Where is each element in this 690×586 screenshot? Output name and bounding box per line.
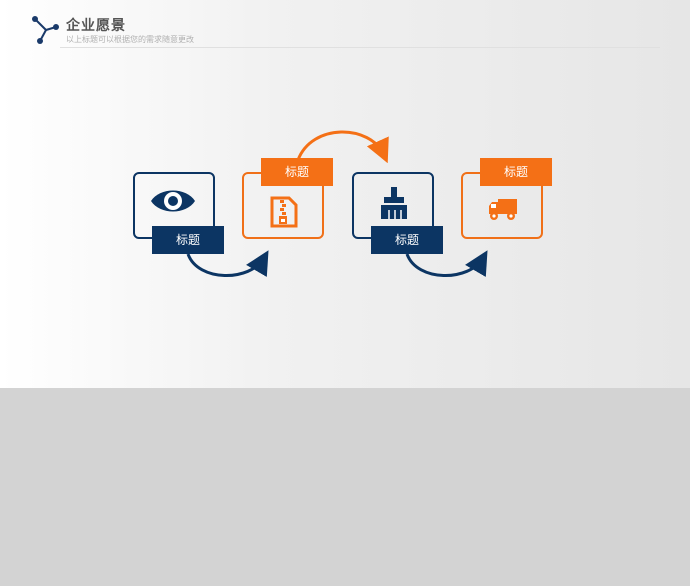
step-4-label: 标题 xyxy=(480,158,552,186)
step-2-label: 标题 xyxy=(261,158,333,186)
step-1-label: 标题 xyxy=(152,226,224,254)
page-subtitle: 以上标题可以根据您的需求随意更改 xyxy=(66,35,194,44)
page-title: 企业愿景 xyxy=(66,18,126,34)
arrow-step1-to-step2 xyxy=(186,250,269,278)
step-3-label: 标题 xyxy=(371,226,443,254)
arrow-step3-to-step4 xyxy=(405,250,488,278)
flow-arrows xyxy=(186,130,488,278)
truck-icon xyxy=(489,199,517,220)
slide: 企业愿景 以上标题可以根据您的需求随意更改 标题 标题 xyxy=(0,0,690,388)
header-divider xyxy=(60,47,660,48)
brush-icon xyxy=(381,187,407,219)
eye-icon xyxy=(151,190,195,212)
arrow-step2-to-step3 xyxy=(296,130,389,164)
share-logo-icon xyxy=(32,16,59,44)
zip-file-icon xyxy=(270,196,298,228)
